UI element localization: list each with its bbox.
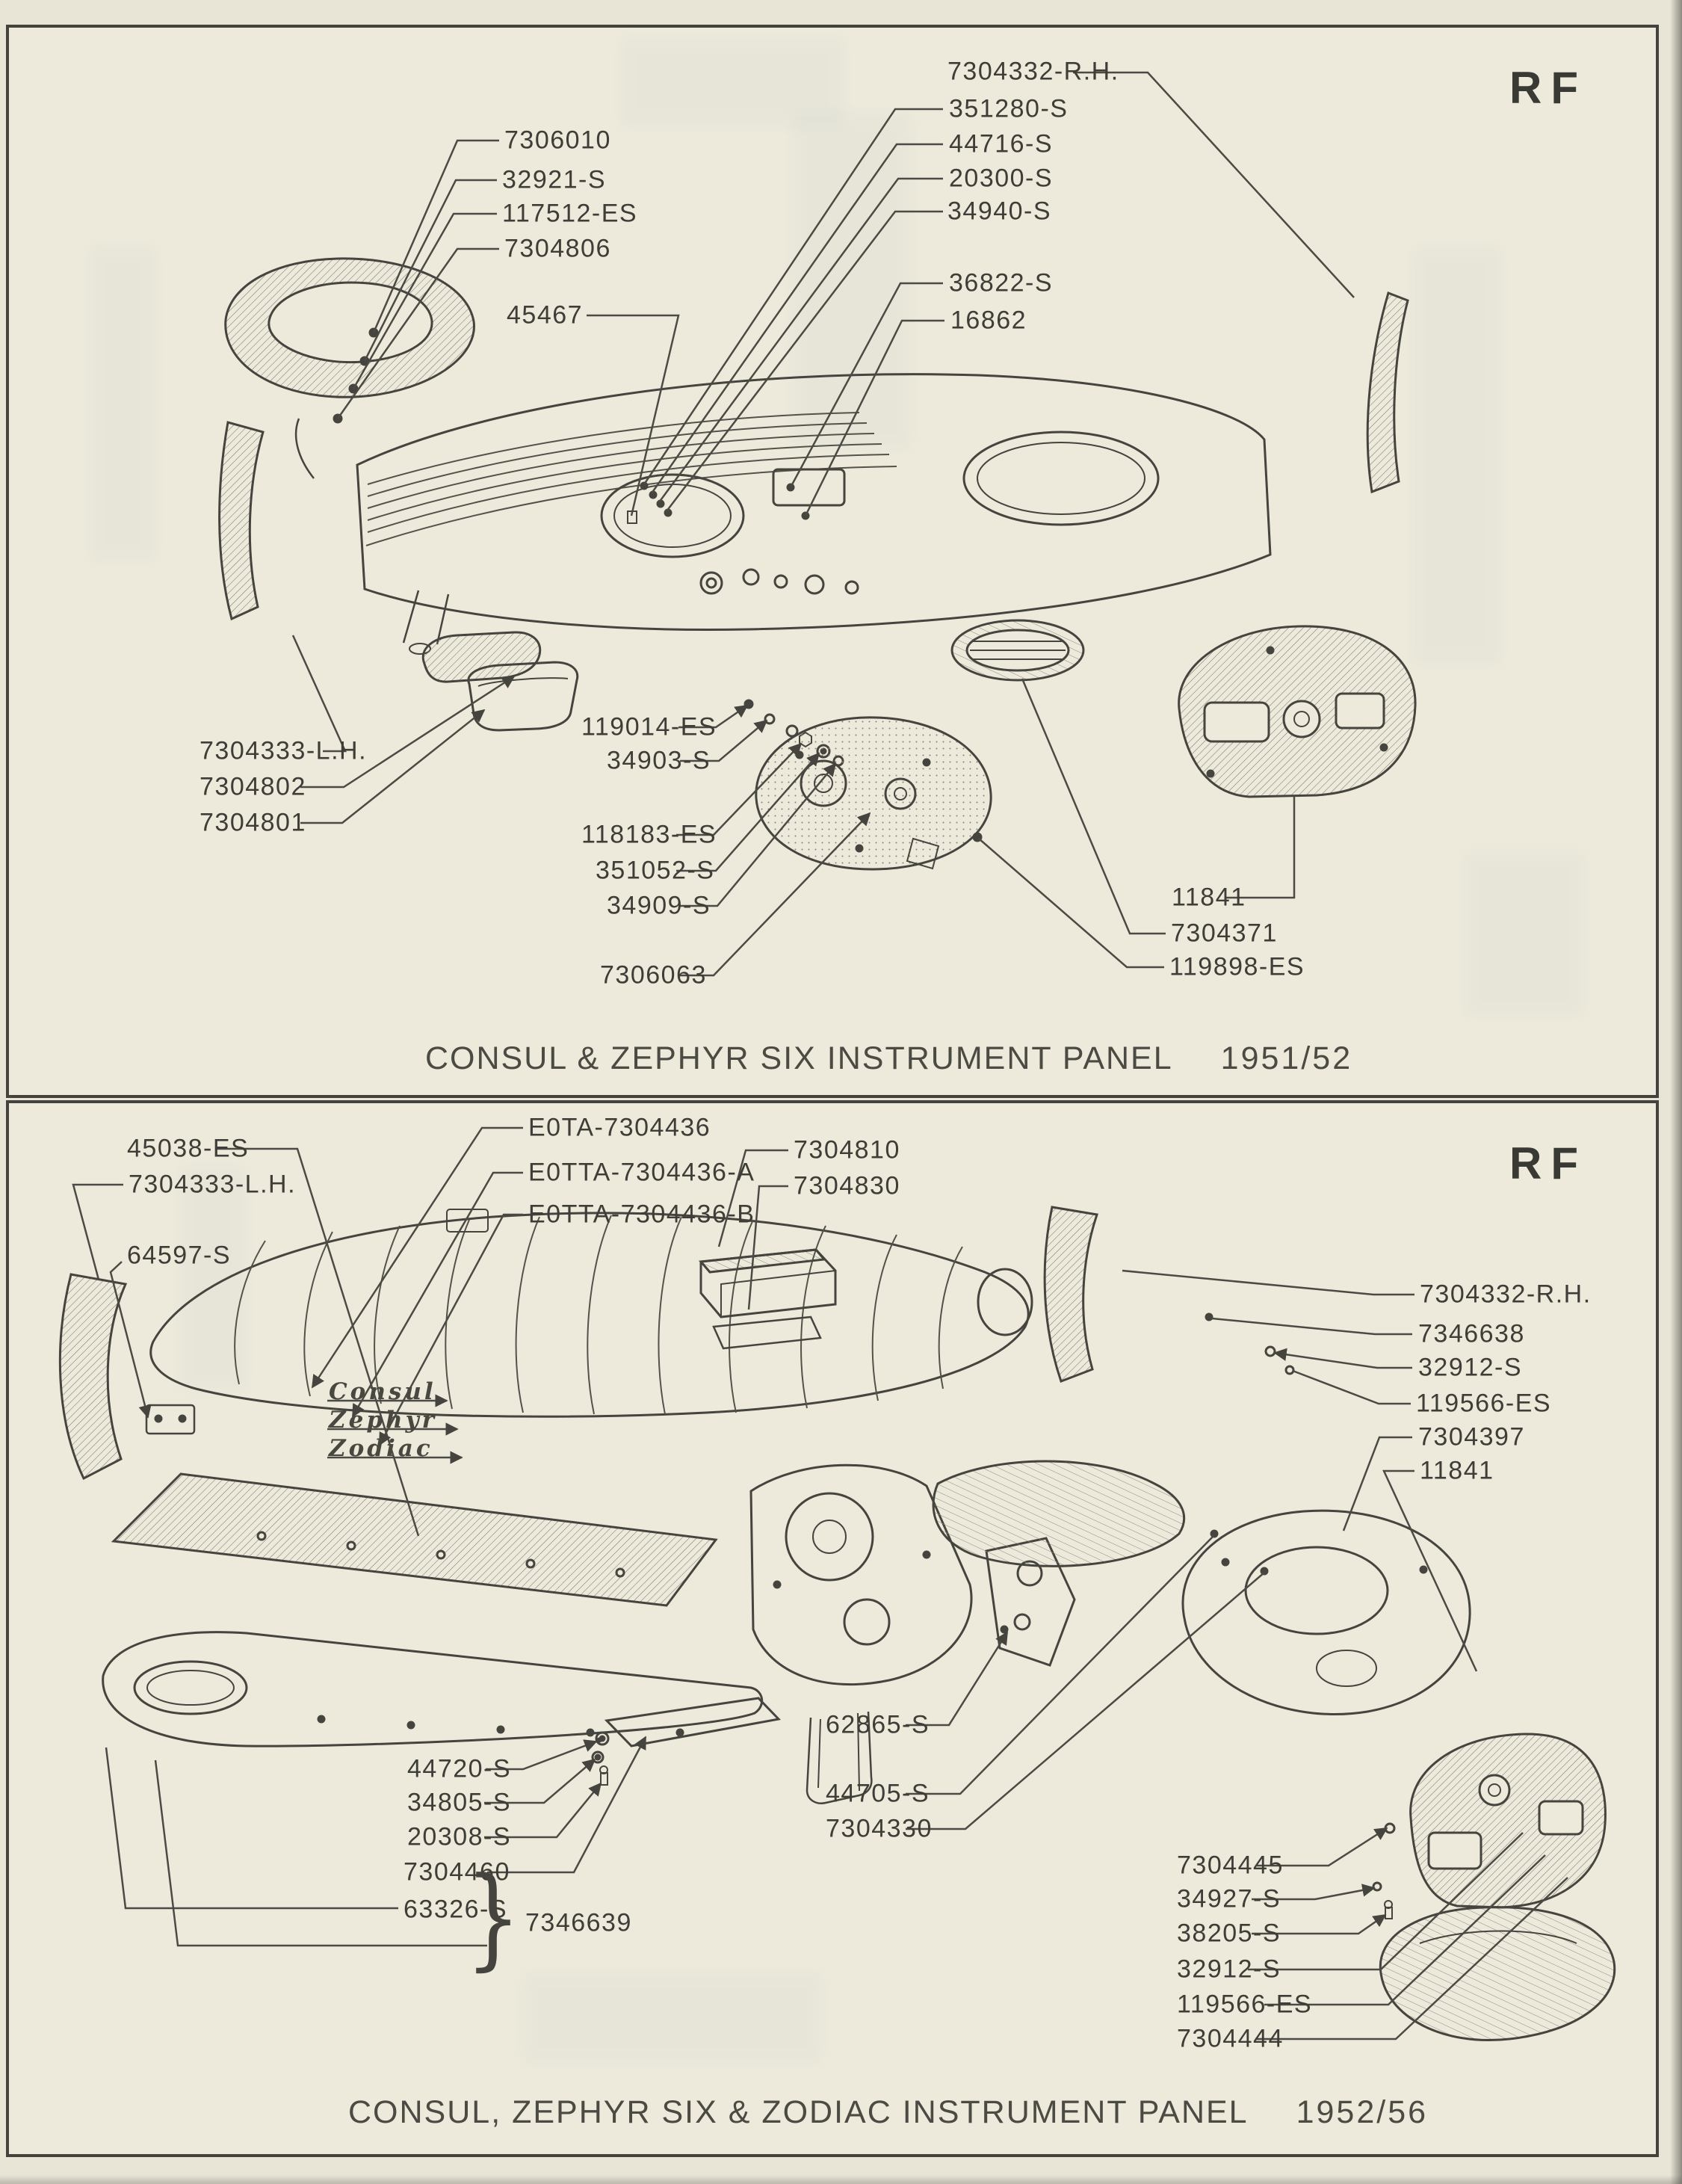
bleedthrough-ghost [90, 247, 157, 561]
section-mark-rf-top: RF [1509, 63, 1587, 113]
part-number-label: 7304330 [826, 1814, 933, 1843]
part-number-label: E0TTA-7304436-A [528, 1158, 755, 1187]
part-number-label: 119566-ES [1177, 1990, 1313, 2019]
part-number-label: E0TA-7304436 [528, 1113, 711, 1142]
bleedthrough-ghost [1412, 247, 1502, 665]
part-number-label: 7304333-L.H. [200, 736, 368, 765]
part-number-label: 45467 [507, 300, 584, 330]
part-number-label: 44705-S [826, 1779, 930, 1808]
part-number-label: 117512-ES [502, 199, 638, 228]
part-number-label: E0TTA-7304436-B [528, 1200, 755, 1229]
part-number-label: 7304332-R.H. [947, 57, 1119, 86]
part-number-label: 32921-S [502, 165, 607, 194]
part-number-label: 32912-S [1418, 1353, 1523, 1382]
part-number-label: 36822-S [949, 268, 1054, 297]
model-script-badge: Consul [329, 1378, 436, 1405]
section-mark-rf-bottom: RF [1509, 1138, 1587, 1188]
part-number-label: 7304397 [1418, 1422, 1525, 1452]
part-number-label: 45038-ES [127, 1134, 250, 1163]
group-brace: } [465, 1852, 522, 1982]
bleedthrough-ghost [1465, 852, 1584, 1017]
part-number-label: 7304332-R.H. [1420, 1280, 1592, 1309]
part-number-label: 20308-S [407, 1822, 512, 1851]
panel-title-bottom: CONSUL, ZEPHYR SIX & ZODIAC INSTRUMENT P… [348, 2094, 1428, 2131]
part-number-label: 64597-S [127, 1241, 232, 1270]
part-number-label: 7304445 [1177, 1851, 1284, 1880]
part-number-label: 20300-S [949, 164, 1054, 193]
part-number-label: 34927-S [1177, 1884, 1281, 1913]
scan-edge-shadow-bottom [0, 2175, 1682, 2184]
part-number-label: 44720-S [407, 1754, 512, 1783]
part-number-label: 34940-S [947, 197, 1052, 226]
part-number-label: 118183-ES [581, 820, 717, 849]
part-number-label: 7304444 [1177, 2024, 1284, 2053]
part-number-label: 7346638 [1418, 1319, 1525, 1348]
part-number-label: 11841 [1420, 1456, 1494, 1485]
part-number-label: 32912-S [1177, 1955, 1281, 1984]
scan-edge-shadow-right [1670, 0, 1682, 2184]
part-number-label: 7306063 [600, 960, 707, 990]
part-number-label: 7304802 [200, 772, 306, 801]
part-number-label: 16862 [950, 306, 1027, 335]
part-number-label: 7304801 [200, 808, 306, 837]
part-number-label: 11841 [1172, 883, 1246, 912]
model-script-badge: Zodiac [329, 1435, 433, 1462]
panel-title-top: CONSUL & ZEPHYR SIX INSTRUMENT PANEL 195… [425, 1040, 1352, 1077]
panel-title-text: CONSUL & ZEPHYR SIX INSTRUMENT PANEL [425, 1040, 1173, 1076]
part-number-label: 351280-S [949, 94, 1069, 123]
part-number-label: 7304830 [794, 1171, 900, 1200]
part-number-label: 119014-ES [581, 712, 717, 741]
bleedthrough-ghost [523, 1973, 822, 2063]
part-number-label: 119898-ES [1169, 952, 1305, 981]
part-number-label: 7304460 [404, 1857, 510, 1887]
part-number-label: 34805-S [407, 1788, 512, 1817]
part-number-label: 63326-S [404, 1895, 508, 1924]
part-number-label: 34909-S [607, 891, 711, 920]
panel-title-text: CONSUL, ZEPHYR SIX & ZODIAC INSTRUMENT P… [348, 2094, 1249, 2130]
part-number-label: 7306010 [504, 126, 611, 155]
part-number-label: 62865-S [826, 1710, 930, 1739]
part-number-label: 34903-S [607, 746, 711, 775]
part-number-label: 44716-S [949, 129, 1054, 158]
model-script-badge: Zephyr [329, 1407, 437, 1434]
panel-years: 1952/56 [1296, 2094, 1429, 2130]
part-number-label: 7304333-L.H. [129, 1170, 297, 1199]
part-number-label: 119566-ES [1416, 1389, 1552, 1418]
panel-years: 1951/52 [1220, 1040, 1353, 1076]
part-number-label: 7346639 [525, 1908, 632, 1937]
part-number-label: 38205-S [1177, 1919, 1281, 1948]
part-number-label: 351052-S [596, 856, 715, 885]
part-number-label: 7304806 [504, 234, 611, 263]
part-number-label: 7304371 [1171, 919, 1278, 948]
part-number-label: 7304810 [794, 1135, 900, 1165]
